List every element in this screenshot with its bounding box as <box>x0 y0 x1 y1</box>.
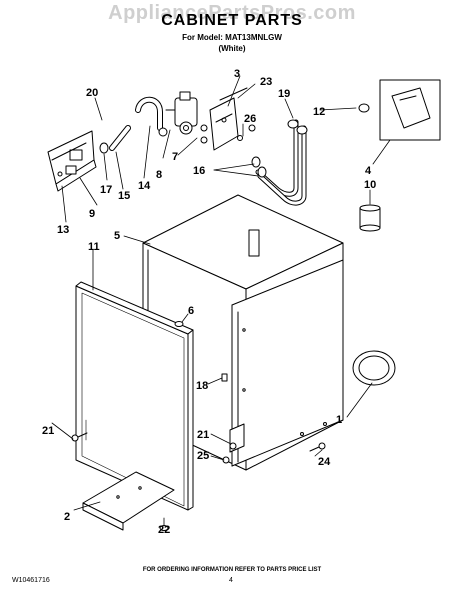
cabinet-part <box>142 194 344 471</box>
callout-14: 14 <box>138 180 151 192</box>
inlet-hose-parts <box>251 119 308 206</box>
callout-23: 23 <box>260 76 272 88</box>
callout-6: 6 <box>188 305 194 317</box>
callout-21-right: 21 <box>197 429 209 441</box>
access-cover-part <box>352 350 396 386</box>
callout-15: 15 <box>118 190 130 202</box>
document-number: W10461716 <box>12 577 50 584</box>
callout-24: 24 <box>318 456 331 468</box>
inset-part-box <box>358 79 441 141</box>
callout-12: 12 <box>313 106 325 118</box>
water-valve-part <box>158 91 198 137</box>
callout-7: 7 <box>172 151 178 163</box>
callout-11: 11 <box>88 241 100 253</box>
callout-17: 17 <box>100 184 112 196</box>
callout-8: 8 <box>156 169 162 181</box>
fastener-parts <box>71 124 326 531</box>
page-title: CABINET PARTS <box>161 12 303 29</box>
callout-13: 13 <box>57 224 69 236</box>
callout-2: 2 <box>64 511 70 523</box>
callout-numbers: 1 2 3 4 5 6 7 8 9 10 11 12 13 14 15 16 1… <box>42 68 376 536</box>
toe-panel-part <box>82 471 175 531</box>
hose-parts <box>99 96 163 154</box>
callout-22: 22 <box>158 524 170 536</box>
callout-16: 16 <box>193 165 205 177</box>
model-line: For Model: MAT13MNLGW <box>182 33 282 42</box>
callout-26: 26 <box>244 113 256 125</box>
valve-bracket-part <box>200 87 248 151</box>
ordering-note: FOR ORDERING INFORMATION REFER TO PARTS … <box>142 567 322 573</box>
callout-9: 9 <box>89 208 95 220</box>
callout-18: 18 <box>196 380 208 392</box>
callout-5: 5 <box>114 230 120 242</box>
callout-10: 10 <box>364 179 376 191</box>
filter-screen-part <box>359 204 381 232</box>
control-bracket-part <box>47 130 97 192</box>
color-line: (White) <box>218 44 246 53</box>
page-number: 4 <box>229 577 233 584</box>
callout-3: 3 <box>234 68 240 80</box>
front-panel-part <box>75 281 194 511</box>
callout-25: 25 <box>197 450 209 462</box>
leader-lines <box>51 75 391 527</box>
callout-1: 1 <box>336 414 342 426</box>
callout-21-left: 21 <box>42 425 54 437</box>
watermark: AppliancePartsPros.com <box>108 2 356 24</box>
callout-20: 20 <box>86 87 98 99</box>
callout-4: 4 <box>365 165 372 177</box>
callout-19: 19 <box>278 88 290 100</box>
